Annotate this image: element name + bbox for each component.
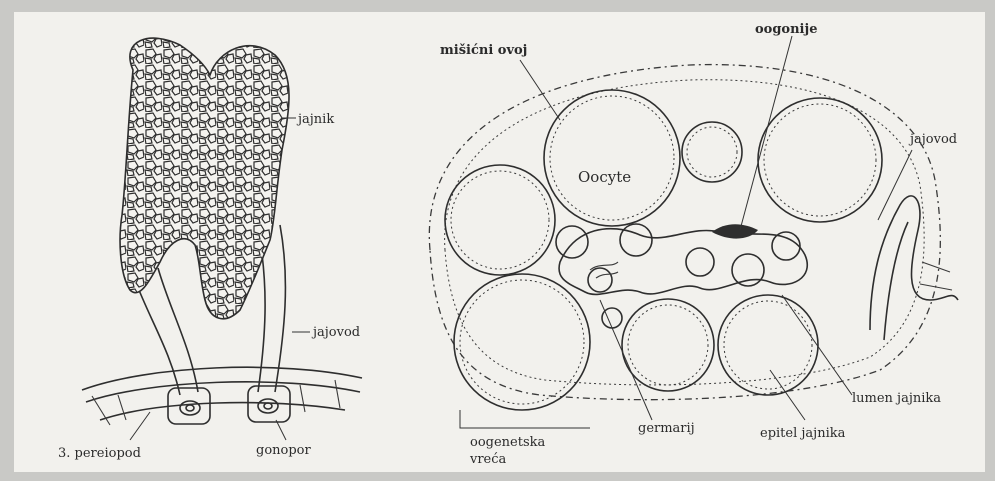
label-gonopor: gonopor [256, 443, 311, 458]
label-lumen-jajnika: lumen jajnika [852, 391, 941, 406]
label-vreca: vreća [469, 452, 507, 467]
label-jajovod-right: jajovod [908, 132, 957, 147]
label-epitel-jajnika: epitel jajnika [760, 426, 846, 441]
label-oocyte: Oocyte [578, 168, 631, 186]
label-jajovod-left: jajovod [311, 325, 360, 340]
label-misicni-ovoj: mišićni ovoj [440, 43, 527, 58]
label-germarij: germarij [638, 421, 695, 436]
label-oogenetska: oogenetska [470, 435, 546, 450]
label-jajnik: jajnik [296, 112, 334, 127]
label-pereiopod: 3. pereiopod [58, 446, 141, 461]
label-oogonije: oogonije [755, 22, 817, 37]
